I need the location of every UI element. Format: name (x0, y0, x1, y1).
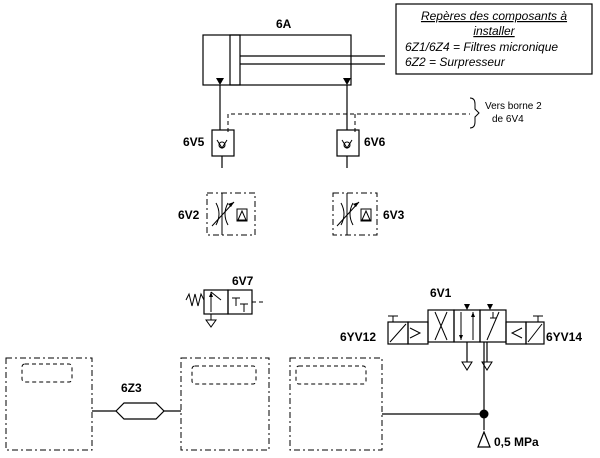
label-6Z3: 6Z3 (121, 381, 142, 395)
supply-source-icon (477, 430, 491, 448)
label-6V7: 6V7 (232, 274, 254, 288)
booster-6Z3: 6Z3 (92, 381, 181, 420)
valve-6V1: 6V1 (427, 286, 507, 371)
box-filter-2 (180, 357, 270, 451)
pilot-dashed-line (227, 113, 470, 132)
legend-line2: 6Z2 = Surpresseur (405, 55, 506, 69)
valve-6V7: 6V7 (185, 274, 266, 328)
label-6V2: 6V2 (178, 208, 200, 222)
label-6A: 6A (276, 17, 292, 31)
cylinder-6A: 6A (202, 17, 385, 86)
label-supply: 0,5 MPa (494, 435, 539, 449)
box-filter-3 (289, 357, 383, 451)
note-line1: Vers borne 2 (485, 101, 542, 112)
label-6YV14: 6YV14 (546, 330, 582, 344)
legend-line1: 6Z1/6Z4 = Filtres micronique (405, 40, 558, 54)
solenoid-6YV14: 6YV14 (505, 315, 582, 345)
label-6V6: 6V6 (364, 135, 386, 149)
check-valve-6V5: 6V5 (183, 129, 235, 157)
flow-control-6V3: 6V3 (332, 192, 405, 236)
note-line2: de 6V4 (492, 114, 524, 125)
label-6V1: 6V1 (430, 286, 452, 300)
legend-title-line2: installer (473, 24, 515, 38)
box-filter-1 (5, 357, 93, 451)
label-6YV12: 6YV12 (340, 330, 376, 344)
label-6V5: 6V5 (183, 135, 205, 149)
flow-control-6V2: 6V2 (178, 192, 256, 236)
legend-box: Repères des composants à installer 6Z1/6… (395, 3, 593, 75)
legend-title-line1: Repères des composants à (421, 9, 567, 23)
solenoid-6YV12: 6YV12 (340, 315, 429, 345)
check-valve-6V6: 6V6 (336, 129, 386, 157)
label-6V3: 6V3 (383, 208, 405, 222)
